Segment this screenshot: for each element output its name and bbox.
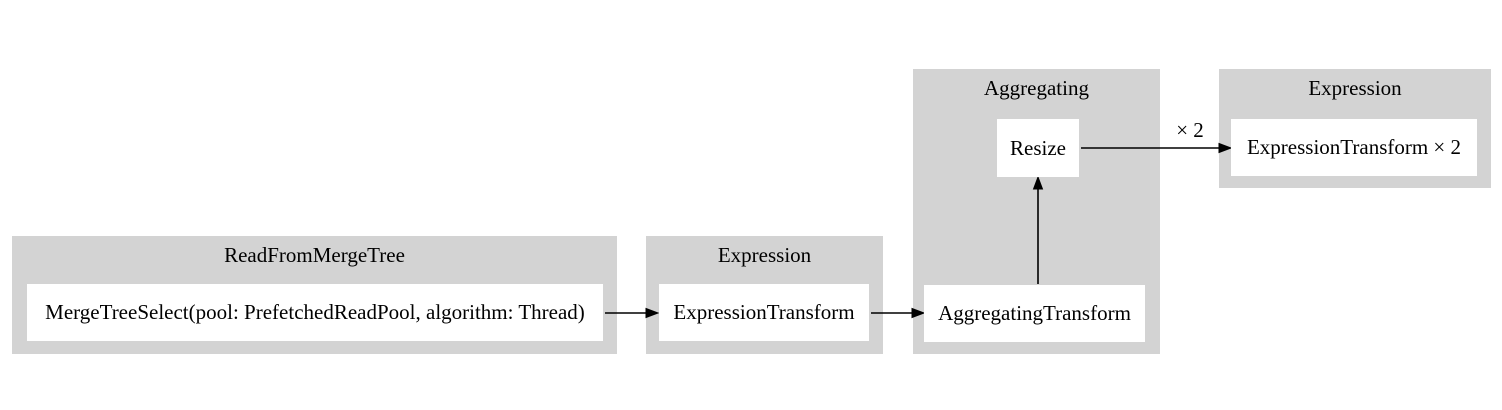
cluster-title-expression-1: Expression xyxy=(717,243,812,267)
node-expressiontransform: ExpressionTransform xyxy=(659,284,869,341)
node-mergetreeselect: MergeTreeSelect(pool: PrefetchedReadPool… xyxy=(27,284,603,341)
node-aggregatingtransform: AggregatingTransform xyxy=(924,285,1145,342)
cluster-title-aggregating: Aggregating xyxy=(984,76,1089,100)
cluster-title-read-from-merge-tree: ReadFromMergeTree xyxy=(224,243,405,267)
node-resize: Resize xyxy=(997,119,1079,177)
cluster-title-expression-2: Expression xyxy=(1308,76,1402,100)
node-expressiontransform-x2: ExpressionTransform × 2 xyxy=(1231,119,1477,176)
edge-label-x2: × 2 xyxy=(1176,118,1204,142)
